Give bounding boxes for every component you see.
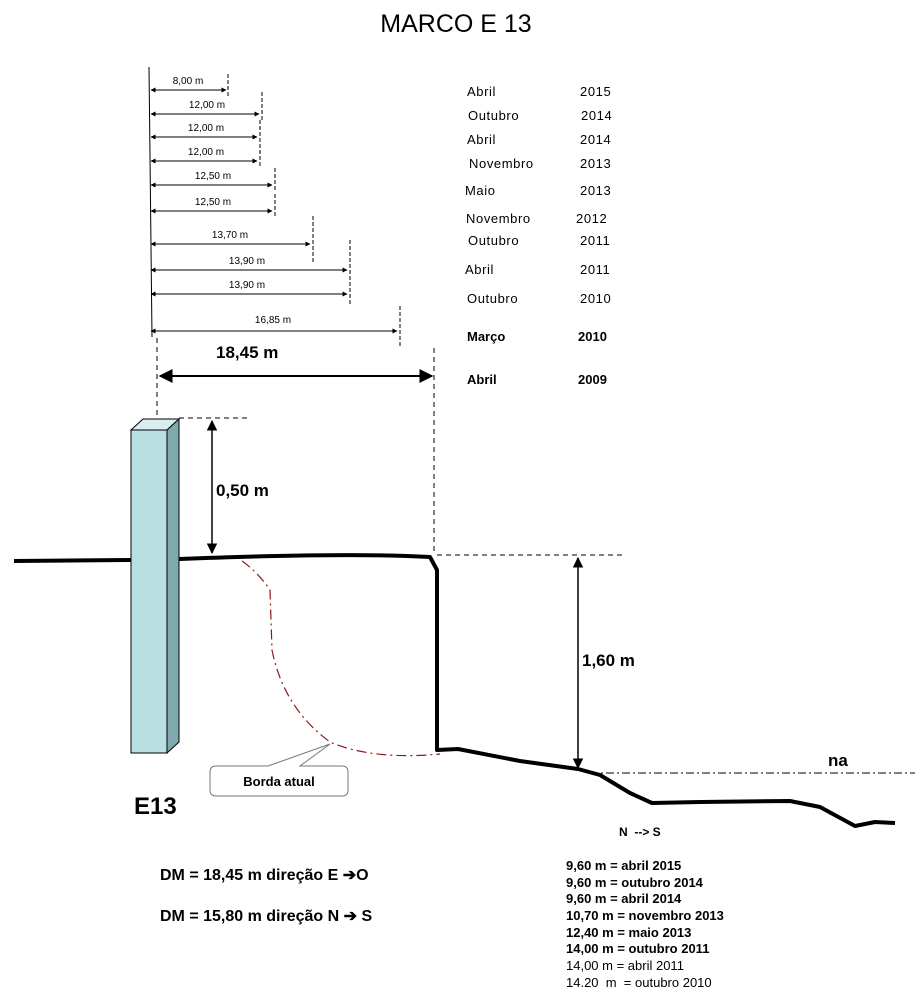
marker-label: E13 [134, 793, 177, 820]
measurement-label: 12,00 m [189, 100, 225, 111]
measurement-label: 13,90 m [229, 256, 265, 267]
measurement-row-7: 13,90 m [150, 240, 351, 276]
measurement-row-9: 16,85 m [150, 306, 401, 348]
ns-list-item: 12,40 m = maio 2013 [566, 925, 691, 940]
measurement-label: 12,00 m [188, 147, 224, 158]
measurement-row-0: 8,00 m [150, 74, 229, 96]
legend-year: 2014 [581, 108, 612, 123]
ns-list-item: 14,00 m = outubro 2011 [566, 941, 709, 956]
legend-year: 2009 [578, 372, 607, 387]
ns-list-item: 9,60 m = abril 2015 [566, 858, 681, 873]
ns-list-item: 9,60 m = outubro 2014 [566, 875, 704, 890]
measurement-row-1: 12,00 m [150, 92, 263, 120]
legend-month: Novembro [466, 211, 531, 226]
current-edge-line [241, 560, 441, 757]
bank-height-dimension: 1,60 m [437, 554, 635, 770]
direction-label: N --> S [619, 825, 661, 839]
dm-line: DM = 15,80 m direção N ➔ S [160, 908, 372, 925]
main-distance-dimension: 18,45 m [156, 338, 435, 555]
legend-year: 2013 [580, 183, 611, 198]
legend-year: 2013 [580, 156, 611, 171]
main-distance-label: 18,45 m [216, 343, 278, 362]
date-legend: Abril 2015 Outubro 2014 Abril 2014 Novem… [465, 84, 612, 387]
marker-height-label: 0,50 m [216, 481, 269, 500]
legend-month: Outubro [468, 233, 519, 248]
legend-month: Abril [467, 132, 496, 147]
edge-callout: Borda atual [209, 743, 349, 797]
legend-month: Novembro [469, 156, 534, 171]
ns-list-item: 14,00 m = abril 2011 [566, 958, 684, 973]
measurement-label: 8,00 m [173, 76, 204, 87]
measurement-arrows: 8,00 m 12,00 m 12,00 m 12,00 m 12,50 m 1… [150, 74, 401, 348]
legend-year: 2015 [580, 84, 611, 99]
ns-distance-list: 9,60 m = abril 2015 9,60 m = outubro 201… [566, 858, 724, 990]
measurement-label: 12,00 m [188, 123, 224, 134]
legend-year: 2011 [580, 262, 610, 277]
diagram-title: MARCO E 13 [380, 10, 531, 38]
measurement-label: 13,90 m [229, 280, 265, 291]
marker-pillar [129, 417, 181, 755]
dm-line: DM = 18,45 m direção E ➔O [160, 867, 369, 884]
reference-line [148, 66, 153, 338]
measurement-row-3: 12,00 m [150, 144, 261, 167]
legend-month: Março [467, 329, 505, 344]
ns-list-item: 10,70 m = novembro 2013 [566, 908, 724, 923]
legend-month: Abril [467, 372, 497, 387]
legend-year: 2011 [580, 233, 610, 248]
measurement-label: 12,50 m [195, 197, 231, 208]
edge-callout-label: Borda atual [243, 774, 315, 789]
legend-month: Maio [465, 183, 496, 198]
measurement-label: 13,70 m [212, 230, 248, 241]
legend-month: Outubro [468, 108, 519, 123]
water-level-label: na [828, 751, 848, 770]
measurement-label: 12,50 m [195, 171, 231, 182]
legend-month: Outubro [467, 291, 518, 306]
bank-height-label: 1,60 m [582, 651, 635, 670]
legend-year: 2010 [578, 329, 607, 344]
legend-year: 2010 [580, 291, 611, 306]
measurement-label: 16,85 m [255, 315, 291, 326]
measurement-row-8: 13,90 m [150, 276, 351, 304]
measurement-row-5: 12,50 m [150, 194, 276, 217]
measurement-row-6: 13,70 m [150, 216, 314, 262]
ns-list-item: 9,60 m = abril 2014 [566, 891, 682, 906]
ns-list-item: 14.20 m = outubro 2010 [566, 975, 712, 990]
legend-year: 2012 [576, 211, 607, 226]
measurement-row-4: 12,50 m [150, 168, 276, 191]
marker-height-dimension: 0,50 m [179, 417, 269, 555]
measurement-row-2: 12,00 m [150, 120, 261, 143]
ground-profile [13, 553, 896, 828]
legend-month: Abril [467, 84, 496, 99]
legend-year: 2014 [580, 132, 611, 147]
legend-month: Abril [465, 262, 494, 277]
